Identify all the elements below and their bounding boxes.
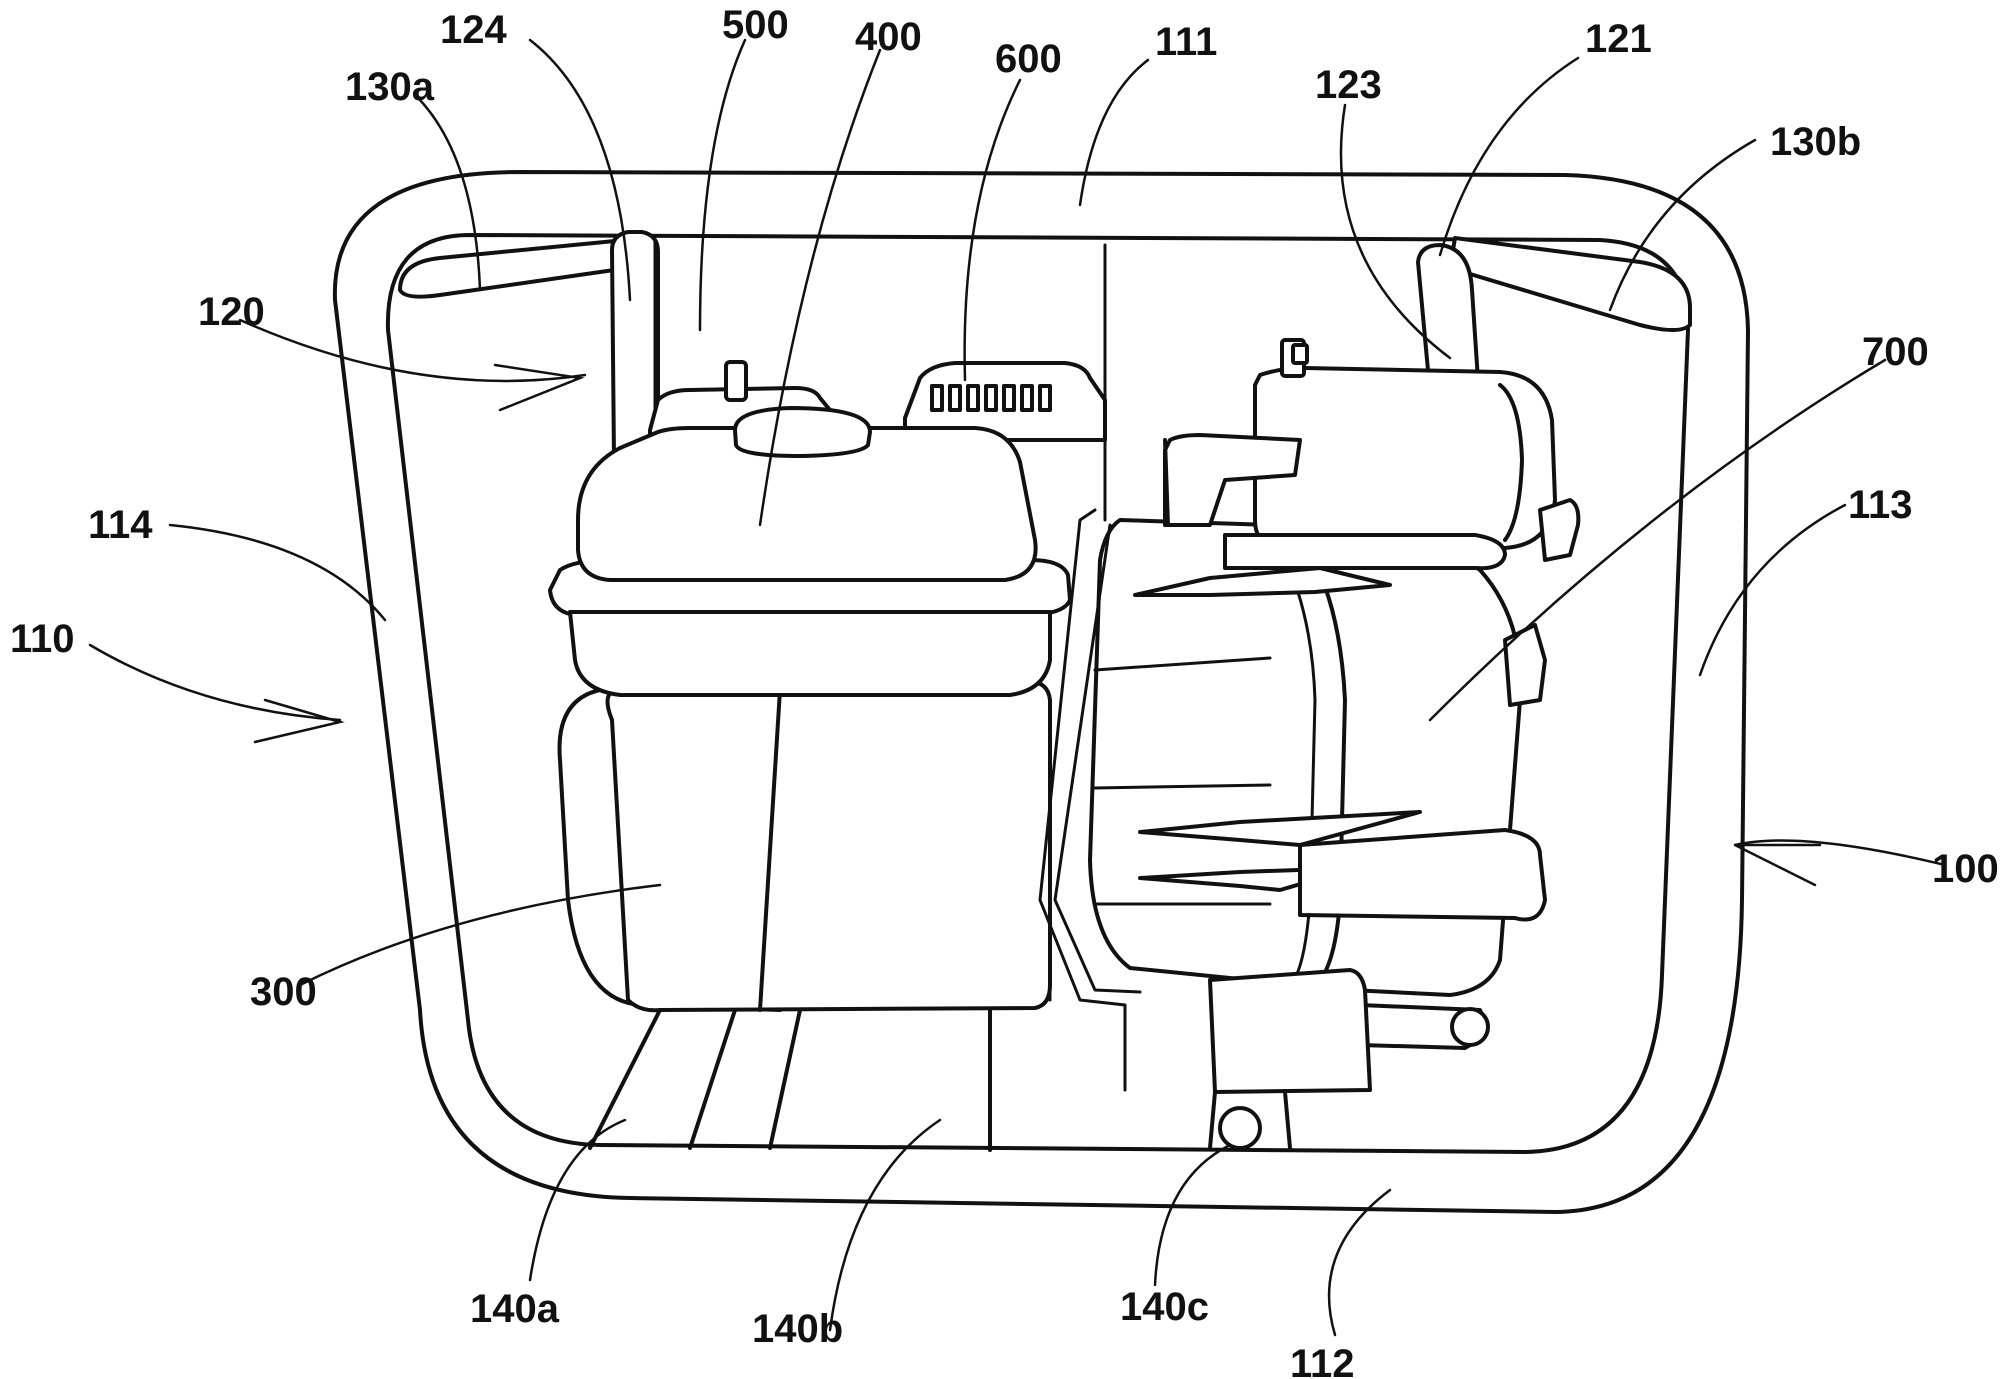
leader-lines [88, 38, 1947, 1337]
label-114: 114 [88, 503, 153, 547]
label-600: 600 [995, 37, 1062, 81]
label-120: 120 [198, 290, 265, 334]
display-segments [930, 384, 1052, 412]
label-123: 123 [1315, 63, 1382, 107]
drain-hole-140c [1218, 1106, 1262, 1150]
reference-labels: 124 500 400 600 111 121 130a 123 130b 12… [10, 3, 1999, 1379]
display-panel-600 [903, 361, 1107, 442]
label-130b: 130b [1770, 120, 1861, 164]
upright-121 [1416, 243, 1480, 394]
label-140a: 140a [470, 1287, 560, 1331]
label-124: 124 [440, 8, 507, 52]
engine-300 [557, 680, 1052, 1013]
label-100: 100 [1932, 847, 1999, 891]
handle-130a [398, 238, 630, 299]
label-110: 110 [10, 617, 75, 661]
handle-130b [1448, 236, 1692, 332]
label-140b: 140b [752, 1307, 843, 1351]
label-500: 500 [722, 3, 789, 47]
pump-700 [1038, 338, 1581, 1094]
upright-124 [610, 230, 660, 462]
label-140c: 140c [1120, 1285, 1209, 1329]
label-113: 113 [1848, 483, 1913, 527]
base-bars [588, 1008, 1292, 1152]
label-112: 112 [1290, 1342, 1355, 1379]
label-121: 121 [1585, 17, 1652, 61]
fuel-tank-400 [548, 406, 1072, 697]
label-111: 111 [1155, 20, 1217, 64]
label-300: 300 [250, 970, 317, 1014]
label-400: 400 [855, 15, 922, 59]
pump-fins [1093, 566, 1422, 906]
label-700: 700 [1862, 330, 1929, 374]
label-130a: 130a [345, 65, 435, 109]
